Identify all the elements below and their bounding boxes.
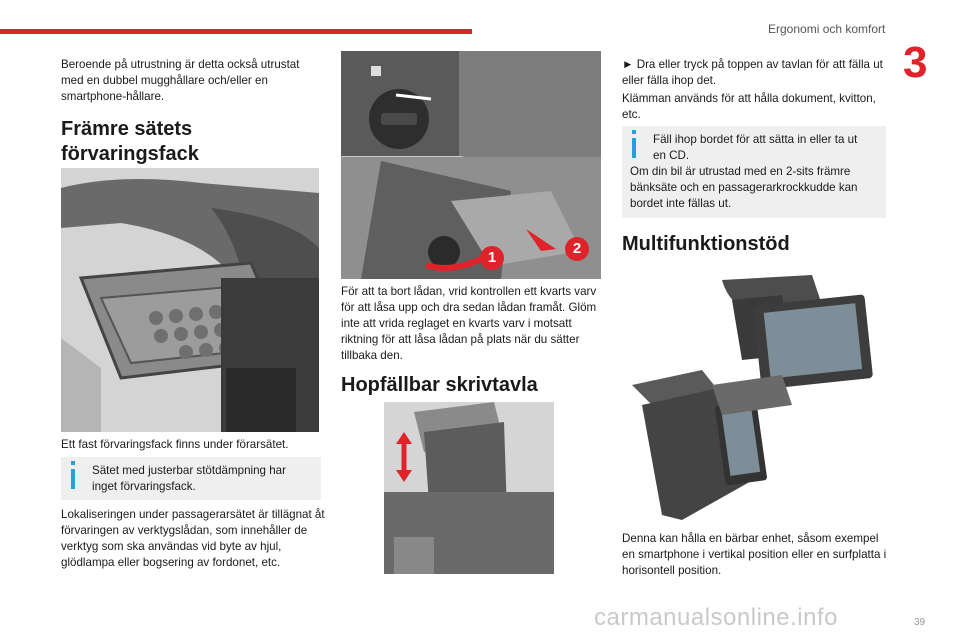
info-note-extra: Om din bil är utrustad med en 2-sits frä… [630, 165, 858, 210]
page-number: 39 [914, 617, 926, 628]
callout-2: 2 [565, 237, 589, 261]
chapter-title: Ergonomi och komfort [768, 22, 886, 36]
info-icon-bar [71, 469, 75, 489]
info-note-cd: Fäll ihop bordet för att sätta in eller … [622, 126, 886, 218]
info-note-text: Sätet med justerbar stötdämpning har ing… [92, 464, 286, 493]
info-icon [632, 130, 636, 134]
section-heading-writing-board: Hopfällbar skrivtavla [341, 374, 538, 396]
storage-box-removal-image: 1 2 [341, 51, 601, 279]
writing-board-image [384, 402, 554, 574]
chapter-color-bar [0, 29, 472, 34]
multifunction-support-image [622, 275, 886, 525]
info-icon [71, 461, 75, 465]
multifunction-paragraph: Denna kan hålla en bärbar enhet, såsom e… [622, 532, 887, 577]
watermark: carmanualsonline.info [594, 604, 838, 631]
board-step-instruction: ► Dra eller tryck på toppen av tavlan fö… [622, 58, 883, 87]
seat-storage-image [61, 168, 319, 432]
heading-line: Främre sätets [61, 118, 193, 140]
section-heading-seat-storage: Främre sätets förvaringsfack [61, 117, 321, 167]
heading-line: förvaringsfack [61, 143, 199, 165]
info-icon-bar [632, 138, 636, 158]
toolbox-paragraph: Lokaliseringen under passagerarsätet är … [61, 508, 325, 569]
storage-box-paragraph: För att ta bort lådan, vrid kontrollen e… [341, 285, 597, 362]
info-note: Sätet med justerbar stötdämpning har ing… [61, 457, 321, 500]
callout-1: 1 [480, 246, 504, 270]
intro-paragraph: Beroende på utrustning är detta också ut… [61, 58, 300, 103]
board-clamp-paragraph: Klämman används för att hålla dokument, … [622, 92, 876, 121]
chapter-number: 3 [903, 38, 928, 87]
info-note-text: Fäll ihop bordet för att sätta in eller … [653, 133, 858, 162]
seat-storage-caption: Ett fast förvaringsfack finns under föra… [61, 438, 289, 451]
section-heading-multifunction: Multifunktionstöd [622, 233, 790, 255]
